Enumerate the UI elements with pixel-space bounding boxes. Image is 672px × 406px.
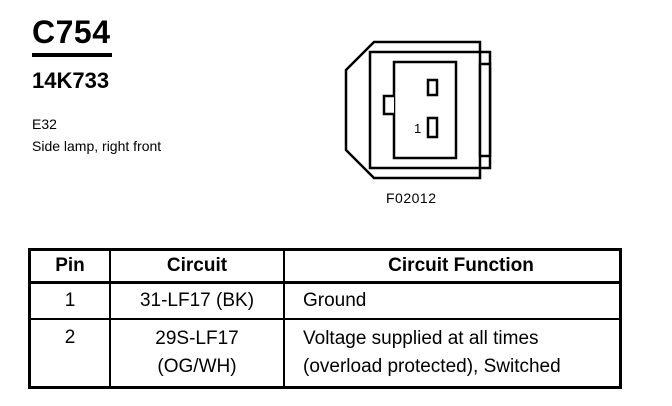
location-code: E32 <box>32 116 57 132</box>
table-header-row: Pin Circuit Circuit Function <box>28 248 622 284</box>
table-row: 2 29S-LF17 (OG/WH) Voltage supplied at a… <box>28 318 622 389</box>
function-line: Ground <box>303 290 367 311</box>
circuit-line: 31-LF17 (BK) <box>139 290 255 311</box>
cell-circuit-function: Ground <box>283 281 622 320</box>
table-row: 1 31-LF17 (BK) Ground <box>28 281 622 320</box>
cell-pin: 2 <box>28 318 111 389</box>
connector-housing-outline <box>344 40 482 180</box>
cell-circuit: 29S-LF17 (OG/WH) <box>109 318 285 389</box>
circuit-line: (OG/WH) <box>157 356 237 377</box>
function-line: Voltage supplied at all times <box>303 328 539 349</box>
cell-pin: 1 <box>28 281 111 320</box>
cell-circuit: 31-LF17 (BK) <box>109 281 285 320</box>
connector-face-diagram: 1 <box>344 40 492 180</box>
pinout-table: Pin Circuit Circuit Function 1 31-LF17 (… <box>28 248 622 389</box>
connector-locking-tab <box>478 62 492 158</box>
pin-cavity-block <box>392 60 458 160</box>
cell-circuit-function: Voltage supplied at all times (overload … <box>283 318 622 389</box>
circuit-line: 29S-LF17 <box>155 328 239 349</box>
pin-2-terminal <box>426 78 439 97</box>
header-circuit: Circuit <box>109 248 285 284</box>
connector-code-underline <box>32 53 112 57</box>
figure-id: F02012 <box>386 190 437 206</box>
pin-1-terminal <box>426 116 439 139</box>
connector-description: Side lamp, right front <box>32 138 162 154</box>
part-number: 14K733 <box>32 68 110 93</box>
connector-key-notch <box>382 94 394 116</box>
header-pin: Pin <box>28 248 111 284</box>
pin-1-label: 1 <box>414 121 421 136</box>
connector-code: C754 <box>32 14 111 50</box>
header-circuit-function: Circuit Function <box>283 248 622 284</box>
function-line: (overload protected), Switched <box>303 356 561 377</box>
